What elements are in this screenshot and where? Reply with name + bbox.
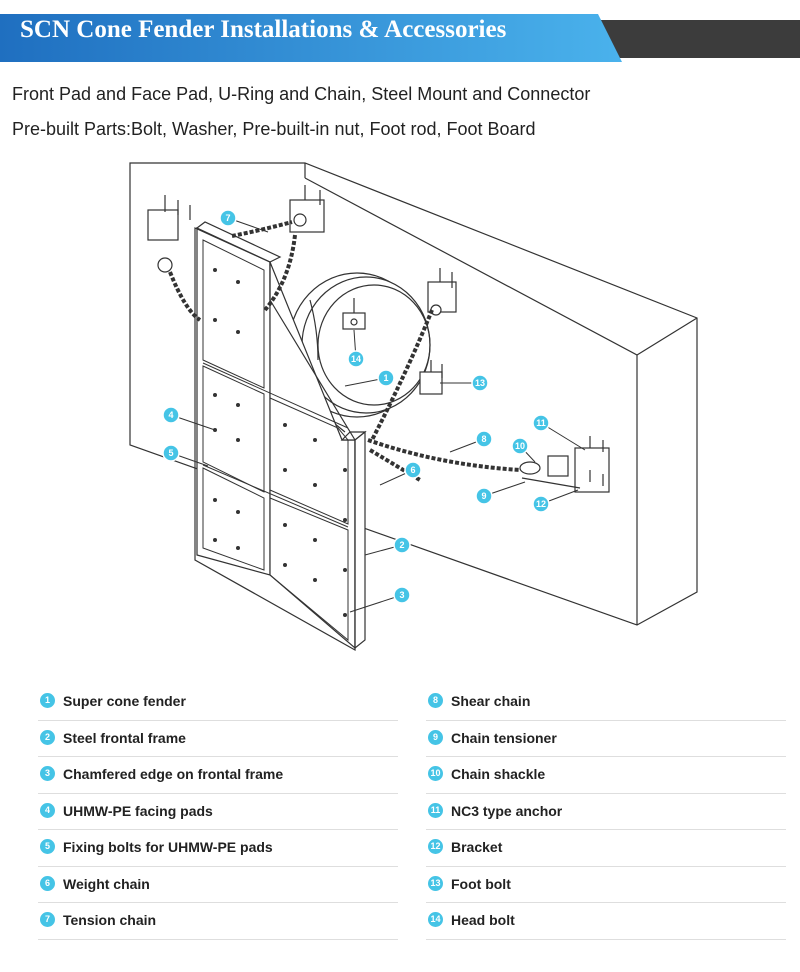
legend-label: Super cone fender (63, 693, 186, 709)
callout-7: 7 (219, 209, 237, 227)
svg-text:6: 6 (410, 465, 415, 475)
upper-chain (370, 309, 434, 441)
wall-top-edge (636, 317, 698, 356)
legend-label: Chamfered edge on frontal frame (63, 766, 284, 782)
svg-text:11: 11 (536, 418, 546, 428)
legend-item: 9 Chain tensioner (426, 721, 786, 757)
legend-item: 10 Chain shackle (426, 757, 786, 794)
right-anchor-assembly (519, 436, 610, 493)
callout-2: 2 (393, 536, 411, 554)
legend-label: NC3 type anchor (451, 802, 563, 819)
svg-text:10: 10 (515, 441, 525, 451)
legend-item: 2 Steel frontal frame (38, 721, 398, 757)
legend-number-badge: 5 (40, 839, 55, 854)
legend-item: 13 Foot bolt (426, 867, 786, 903)
legend-number-badge: 13 (428, 875, 443, 891)
legend-number-badge: 4 (40, 802, 55, 818)
header-banner: SCN Cone Fender Installations & Accessor… (0, 0, 800, 62)
legend-number-badge: 9 (428, 729, 443, 745)
svg-text:5: 5 (168, 448, 173, 458)
legend-label: Weight chain (63, 875, 150, 892)
svg-text:14: 14 (351, 354, 361, 364)
callout-3: 3 (393, 586, 411, 604)
legend-item: 4 UHMW-PE facing pads (38, 794, 398, 830)
svg-text:3: 3 (399, 590, 404, 600)
legend-label: Chain shackle (451, 766, 546, 782)
legend-item: 3 Chamfered edge on frontal frame (38, 757, 398, 794)
legend-item: 6 Weight chain (38, 867, 398, 903)
callout-6: 6 (404, 461, 422, 479)
callout-14: 14 (347, 350, 365, 368)
legend-number-badge: 2 (40, 729, 55, 745)
svg-text:8: 8 (481, 434, 486, 444)
legend-number-badge: 7 (40, 912, 55, 927)
legend-label: Chain tensioner (451, 729, 557, 746)
head-bolt-bracket (342, 298, 366, 330)
legend-label: Fixing bolts for UHMW-PE pads (63, 839, 273, 855)
legend-label: Tension chain (63, 912, 157, 928)
callout-12: 12 (532, 495, 550, 513)
legend-item: 7 Tension chain (38, 903, 398, 940)
callout-badges: 1 2 3 4 5 6 7 8 9 10 11 12 13 14 (162, 209, 550, 604)
banner-background (0, 14, 800, 62)
legend-item: 14 Head bolt (426, 903, 786, 940)
svg-text:12: 12 (536, 499, 546, 509)
legend-label: Shear chain (451, 693, 531, 709)
svg-text:13: 13 (475, 378, 485, 388)
legend-item: 11 NC3 type anchor (426, 794, 786, 830)
weight-chain-left (168, 271, 202, 322)
wall-top-line (304, 177, 638, 356)
svg-text:9: 9 (481, 491, 486, 501)
callout-10: 10 (511, 437, 529, 455)
legend-label: UHMW-PE facing pads (63, 802, 213, 819)
frontal-frame-outline (194, 227, 356, 652)
legend-label: Foot bolt (451, 875, 511, 892)
legend-item: 8 Shear chain (426, 684, 786, 721)
frontal-frame-left-part (196, 227, 271, 576)
legend-right-column: 8 Shear chain 9 Chain tensioner 10 Chain sh… (426, 684, 786, 940)
subtitle-line-1: Front Pad and Face Pad, U-Ring and Chain… (12, 84, 591, 104)
banner-blue-band (0, 14, 622, 62)
legend-number-badge: 8 (428, 693, 443, 708)
legend-number-badge: 11 (428, 802, 443, 818)
callout-5: 5 (162, 444, 180, 462)
legend-number-badge: 6 (40, 875, 55, 891)
legend-label: Steel frontal frame (63, 729, 186, 746)
svg-text:2: 2 (399, 540, 404, 550)
callout-8: 8 (475, 430, 493, 448)
top-center-anchor (289, 185, 325, 233)
callout-1: 1 (377, 369, 395, 387)
callout-9: 9 (475, 487, 493, 505)
pad-bolts (213, 268, 347, 617)
callout-13: 13 (471, 374, 489, 392)
legend-number-badge: 12 (428, 839, 443, 854)
installation-diagram: 1 2 3 4 5 6 7 8 9 10 11 12 13 14 (129, 162, 698, 652)
tension-chain-lower (263, 234, 297, 312)
right-upper-anchor (427, 268, 457, 316)
legend-item: 12 Bracket (426, 830, 786, 867)
svg-text:7: 7 (225, 213, 230, 223)
callout-11: 11 (532, 414, 550, 432)
legend-number-badge: 3 (40, 766, 55, 781)
legend-item: 5 Fixing bolts for UHMW-PE pads (38, 830, 398, 867)
top-left-anchor (147, 195, 191, 273)
page-title: SCN Cone Fender Installations & Accessor… (20, 16, 507, 43)
callout-4: 4 (162, 406, 180, 424)
legend-number-badge: 10 (428, 766, 443, 781)
chamfered-edge (354, 430, 366, 650)
svg-text:1: 1 (383, 373, 388, 383)
legend-label: Head bolt (451, 912, 515, 928)
svg-text:4: 4 (168, 410, 173, 420)
legend-number-badge: 1 (40, 693, 55, 708)
subtitle-line-2: Pre-built Parts:Bolt, Washer, Pre-built-… (12, 119, 536, 139)
legend-number-badge: 14 (428, 912, 443, 927)
uhmw-pe-pads (202, 239, 349, 642)
legend-item: 1 Super cone fender (38, 684, 398, 721)
legend-label: Bracket (451, 839, 503, 855)
